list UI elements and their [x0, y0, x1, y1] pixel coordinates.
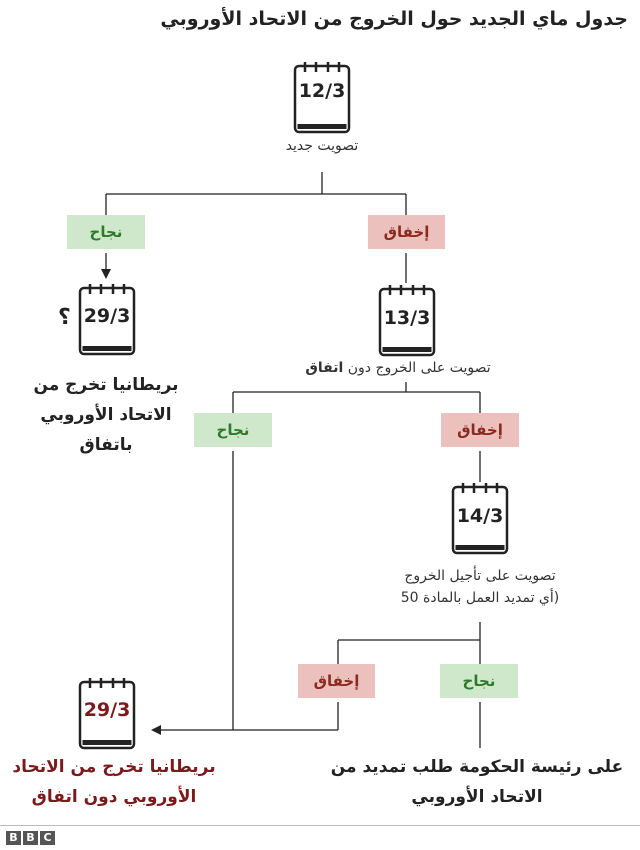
outcome-line: بريطانيا تخرج من: [33, 375, 179, 395]
bbc-logo-letter: B: [23, 831, 38, 845]
first-vote-label: تصويت جديد: [285, 138, 359, 154]
success-box: نجاح: [440, 664, 518, 698]
success-box: نجاح: [194, 413, 272, 447]
no-deal-vote-label-text: تصويت على الخروج دون: [347, 360, 491, 376]
calendar-icon: 12/3: [293, 62, 351, 134]
fail-box: إخفاق: [368, 215, 445, 249]
extension-vote-label: تصويت على تأجيل الخروج (أي تمديد العمل ب…: [330, 568, 630, 606]
date-first-vote: 12/3: [299, 80, 346, 102]
outcome-no-deal-exit: بريطانيا تخرج من الاتحاد الأوروبي دون ات…: [0, 752, 228, 812]
date-no-deal-exit: 29/3: [84, 699, 131, 721]
outcome-extension-request: على رئيسة الحكومة طلب تمديد من الاتحاد ا…: [318, 752, 636, 812]
date-extension-vote: 14/3: [457, 505, 504, 527]
extension-vote-label-line: تصويت على تأجيل الخروج: [404, 568, 556, 584]
bbc-logo: B B C: [6, 831, 55, 845]
outcome-line: الاتحاد الأوروبي: [411, 787, 543, 807]
no-deal-vote-label: تصويت على الخروج دون اتفاق: [248, 360, 548, 376]
date-deal-exit: 29/3: [84, 305, 131, 327]
outcome-line: بريطانيا تخرج من الاتحاد: [12, 757, 216, 777]
date-no-deal-vote: 13/3: [384, 307, 431, 329]
no-deal-vote-label-bold: اتفاق: [305, 360, 344, 376]
success-box: نجاح: [67, 215, 145, 249]
fail-box: إخفاق: [441, 413, 519, 447]
question-mark: ؟: [58, 305, 71, 330]
outcome-line: على رئيسة الحكومة طلب تمديد من: [330, 757, 624, 777]
fail-box: إخفاق: [298, 664, 375, 698]
outcome-line: باتفاق: [79, 435, 133, 455]
outcome-deal-exit: بريطانيا تخرج من الاتحاد الأوروبي باتفاق: [6, 370, 206, 460]
bbc-logo-letter: B: [6, 831, 21, 845]
calendar-icon: 29/3: [78, 284, 136, 356]
bbc-logo-letter: C: [40, 831, 55, 845]
calendar-icon: 13/3: [378, 285, 436, 357]
calendar-icon: 29/3: [78, 678, 136, 750]
calendar-icon: 14/3: [451, 483, 509, 555]
outcome-line: الاتحاد الأوروبي: [40, 405, 172, 425]
footer-divider: [0, 825, 640, 826]
outcome-line: الأوروبي دون اتفاق: [31, 787, 197, 807]
extension-vote-label-line: (أي تمديد العمل بالمادة 50: [400, 590, 560, 606]
diagram-title: جدول ماي الجديد حول الخروج من الاتحاد ال…: [160, 8, 628, 30]
